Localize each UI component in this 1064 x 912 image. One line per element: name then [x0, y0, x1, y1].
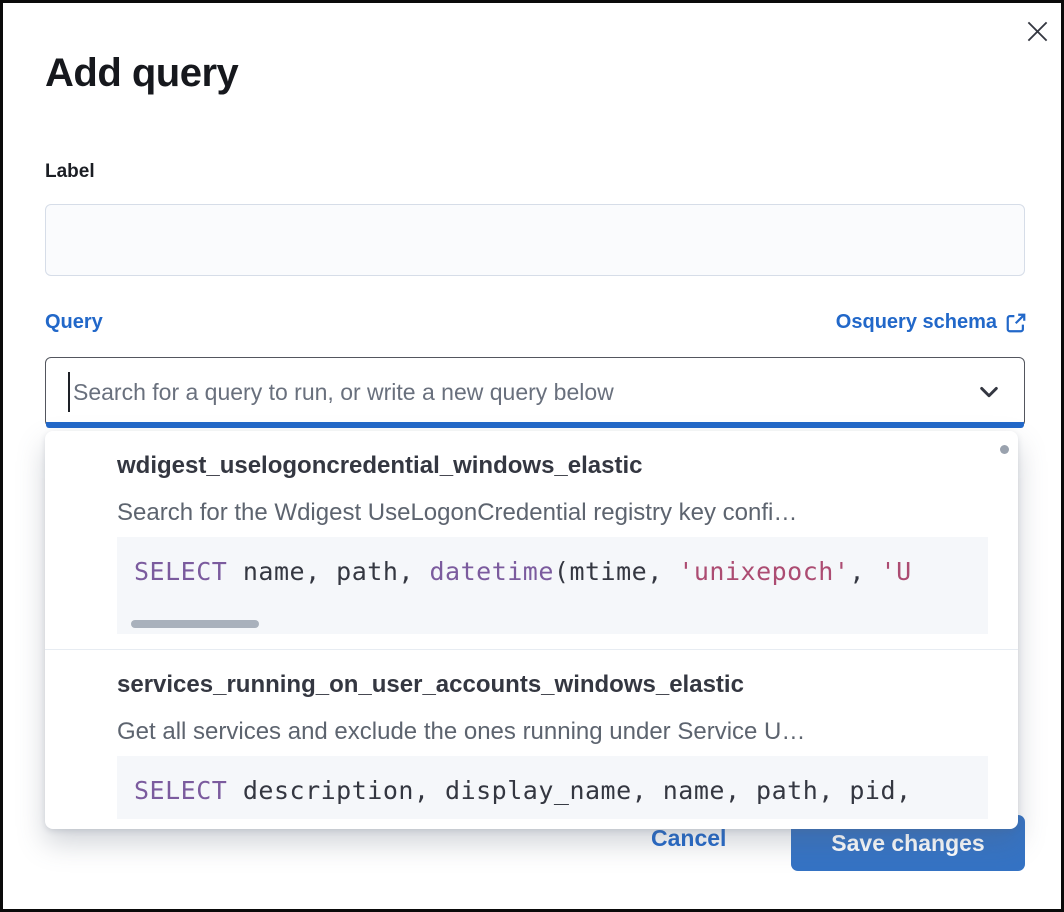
code-token: 'U: [880, 557, 912, 586]
code-token: SELECT: [134, 557, 228, 586]
query-code-block: SELECT name, path, datetime(mtime, 'unix…: [117, 537, 988, 634]
modal-title: Add query: [45, 51, 239, 95]
code-token: (mtime,: [553, 557, 679, 586]
query-option-title: wdigest_uselogoncredential_windows_elast…: [117, 452, 643, 479]
query-search-combobox[interactable]: Search for a query to run, or write a ne…: [45, 357, 1025, 427]
vertical-scrollbar-thumb[interactable]: [1000, 445, 1009, 454]
query-code-block: SELECT description, display_name, name, …: [117, 756, 988, 819]
query-option-description: Search for the Wdigest UseLogonCredentia…: [117, 499, 798, 526]
query-option[interactable]: wdigest_uselogoncredential_windows_elast…: [45, 431, 1018, 634]
code-token: 'unixepoch': [678, 557, 850, 586]
code-token: description, display_name, name, path, p…: [227, 776, 912, 805]
query-option-title: services_running_on_user_accounts_window…: [117, 671, 744, 698]
query-field-label: Query: [45, 311, 103, 333]
code-snippet: SELECT name, path, datetime(mtime, 'unix…: [117, 537, 988, 587]
close-button[interactable]: [1021, 15, 1053, 47]
close-icon: [1024, 18, 1051, 45]
osquery-schema-link[interactable]: Osquery schema: [836, 311, 1027, 334]
query-option[interactable]: services_running_on_user_accounts_window…: [45, 650, 1018, 819]
code-token: datetime: [429, 557, 554, 586]
query-row: Query Osquery schema: [45, 311, 1027, 334]
code-token: ,: [849, 557, 881, 586]
text-cursor: [68, 372, 70, 412]
osquery-schema-link-label: Osquery schema: [835, 311, 997, 333]
code-snippet: SELECT description, display_name, name, …: [117, 756, 988, 806]
code-token: name, path,: [227, 557, 430, 586]
chevron-down-icon[interactable]: [976, 379, 1002, 405]
label-field-label: Label: [45, 161, 95, 182]
cancel-button[interactable]: Cancel: [651, 825, 727, 851]
query-suggestions-dropdown: wdigest_uselogoncredential_windows_elast…: [45, 431, 1018, 829]
code-token: SELECT: [134, 776, 228, 805]
label-input[interactable]: [45, 204, 1025, 276]
combobox-focus-bar: [46, 422, 1024, 428]
query-option-description: Get all services and exclude the ones ru…: [117, 718, 806, 745]
option-divider: [45, 649, 1018, 650]
external-link-icon: [1005, 312, 1027, 334]
horizontal-scrollbar-thumb[interactable]: [131, 620, 259, 628]
query-search-placeholder: Search for a query to run, or write a ne…: [73, 378, 614, 405]
